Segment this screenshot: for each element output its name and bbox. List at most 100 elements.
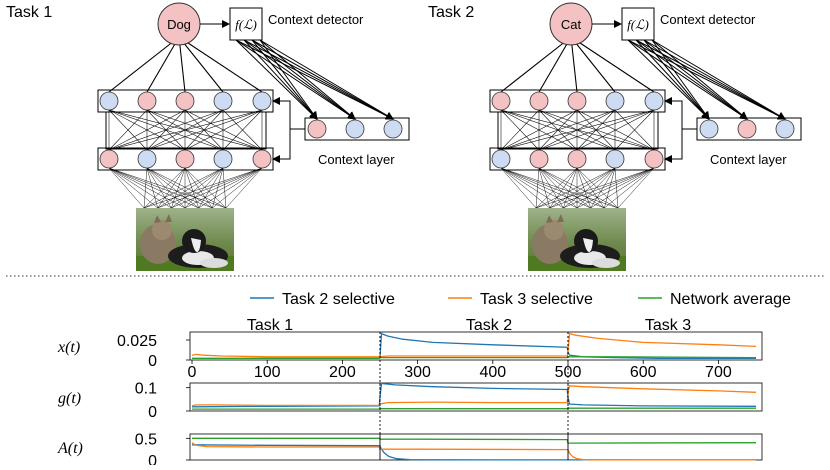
task-title: Task 2: [428, 4, 474, 21]
context-neuron: [775, 119, 795, 139]
connection: [535, 167, 540, 209]
connection: [143, 167, 186, 209]
connection: [171, 167, 224, 209]
connection: [500, 109, 616, 151]
neuron: [491, 91, 511, 111]
connection: [500, 109, 578, 151]
legend-label-task2: Task 2 selective: [282, 291, 395, 308]
context-detector-box: [621, 7, 655, 41]
connection: [108, 167, 145, 209]
series-line-task-2-selective: [191, 444, 756, 461]
connection: [538, 167, 550, 209]
connection: [570, 36, 578, 93]
connection: [576, 167, 605, 209]
arrow: [627, 39, 710, 120]
arrow: [651, 39, 748, 120]
phase-label-task1: Task 1: [247, 317, 293, 334]
arrow: [235, 39, 318, 120]
x-tick-label: 100: [254, 364, 281, 381]
input-photo: [136, 208, 234, 271]
neuron: [644, 91, 664, 111]
neuron: [99, 91, 119, 111]
connection: [108, 36, 180, 93]
connection: [538, 109, 655, 151]
y-tick-label: 0: [148, 453, 157, 465]
arrow: [235, 39, 356, 120]
neuron: [529, 91, 549, 111]
context-neuron: [699, 119, 719, 139]
connection: [108, 109, 224, 151]
connection: [108, 167, 213, 209]
connection: [549, 167, 578, 209]
legend: Task 2 selective Task 3 selective Networ…: [250, 291, 791, 308]
connection: [225, 167, 263, 209]
connection: [538, 167, 605, 209]
connection: [171, 167, 263, 209]
x-tick-label: 200: [329, 364, 356, 381]
context-neuron: [383, 119, 403, 139]
connection: [143, 167, 224, 209]
connection: [535, 167, 616, 209]
connection: [222, 109, 263, 151]
neuron: [213, 149, 233, 169]
arrow: [643, 39, 710, 120]
connection: [146, 167, 199, 209]
connection: [604, 167, 616, 209]
connection: [590, 167, 616, 209]
connection: [212, 167, 263, 209]
connection: [184, 167, 224, 209]
connection: [549, 167, 655, 209]
connection: [178, 36, 224, 93]
connection: [108, 167, 172, 209]
connection: [538, 36, 572, 93]
connection: [576, 109, 655, 151]
connection: [143, 167, 263, 209]
neuron: [175, 149, 195, 169]
neuron: [567, 91, 587, 111]
plot-At: A(t)0.50: [57, 431, 763, 470]
connection: [146, 167, 213, 209]
output-label: Cat: [561, 17, 582, 32]
arrow: [251, 39, 318, 120]
x-tick-label: 300: [404, 364, 431, 381]
layer-frame: [105, 111, 267, 150]
connection: [212, 167, 224, 209]
connection: [614, 109, 655, 151]
connection: [563, 167, 655, 209]
series-line-task-2-selective: [192, 332, 756, 360]
connection: [184, 167, 199, 209]
y-axis-label: x(t): [57, 339, 80, 356]
connection: [604, 167, 655, 209]
connection: [576, 167, 616, 209]
neuron: [567, 149, 587, 169]
x-tick-label: 600: [630, 364, 657, 381]
connection: [535, 167, 578, 209]
connection: [108, 109, 186, 151]
connection: [590, 167, 655, 209]
connection: [184, 109, 263, 151]
connection: [108, 167, 186, 209]
phase-label-task2: Task 2: [466, 317, 512, 334]
connection: [576, 167, 591, 209]
layer-frame: [497, 111, 659, 150]
arrow: [272, 97, 305, 130]
task-title: Task 1: [6, 4, 52, 21]
neuron: [137, 91, 157, 111]
y-axis-label: A(t): [57, 440, 83, 457]
connection: [500, 109, 540, 151]
neuron: [529, 149, 549, 169]
y-tick-label: 0: [148, 353, 157, 370]
arrow: [259, 39, 318, 120]
connection: [184, 167, 227, 209]
connection: [538, 167, 619, 209]
y-axis-label: g(t): [58, 390, 81, 407]
connection: [500, 167, 564, 209]
series-line-task-3-selective: [191, 385, 757, 407]
neuron: [213, 91, 233, 111]
series-line-task-3-selective: [191, 332, 757, 358]
series-line-network-average: [192, 356, 757, 360]
connection: [184, 167, 213, 209]
